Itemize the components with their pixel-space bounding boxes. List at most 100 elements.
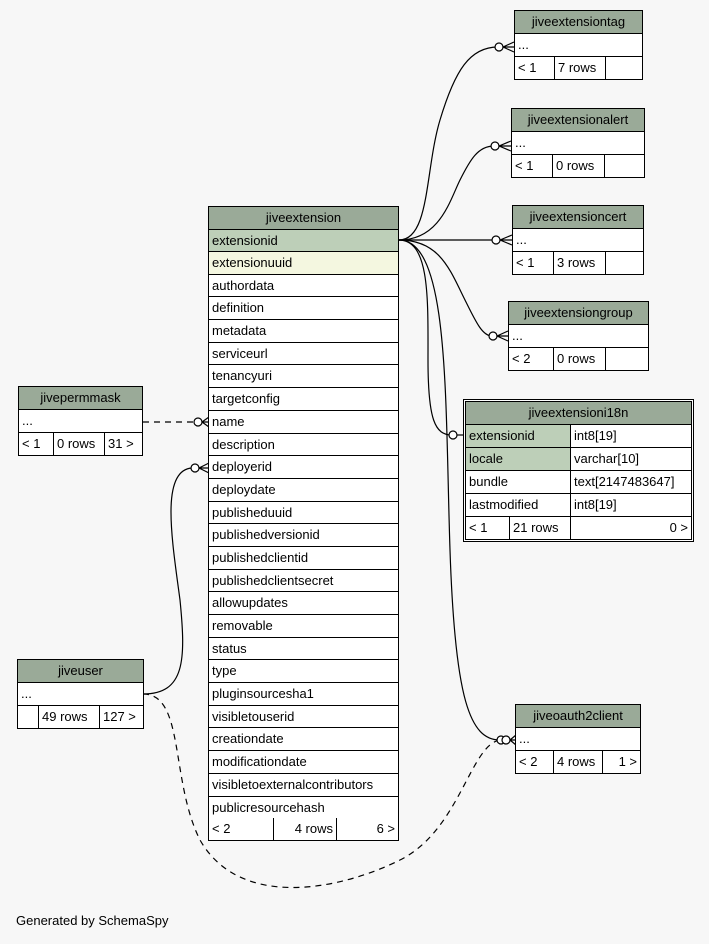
column-visibletoexternalcontributors[interactable]: visibletoexternalcontributors bbox=[209, 774, 398, 797]
parents-count[interactable]: < 1 bbox=[466, 517, 510, 539]
row-count: 4 rows bbox=[554, 751, 603, 773]
children-count[interactable]: 1 > bbox=[618, 754, 637, 769]
parents-count[interactable]: < 1 bbox=[512, 155, 553, 177]
column-extensionuuid[interactable]: extensionuuid bbox=[209, 252, 398, 275]
edge-marker bbox=[501, 735, 511, 745]
table-jiveuser[interactable]: jiveuser ... 49 rows 127 > bbox=[17, 659, 144, 729]
edge-jiveuser-jiveoauth2client bbox=[142, 693, 501, 889]
children-count bbox=[606, 252, 643, 274]
row-count: 0 rows bbox=[554, 348, 606, 370]
column-publicresourcehash[interactable]: publicresourcehash bbox=[212, 799, 325, 815]
children-count[interactable]: 31 > bbox=[108, 436, 134, 451]
column-name: lastmodified bbox=[466, 494, 571, 516]
column-allowupdates[interactable]: allowupdates bbox=[209, 592, 398, 615]
parents-count[interactable]: < 1 bbox=[19, 433, 54, 455]
table-header[interactable]: jiveextensiongroup bbox=[509, 302, 648, 325]
table-jiveextensiongroup[interactable]: jiveextensiongroup ... < 2 0 rows bbox=[508, 301, 649, 371]
edge-marker bbox=[448, 430, 458, 440]
table-jiveextensioncert[interactable]: jiveextensioncert ... < 1 3 rows bbox=[512, 205, 644, 275]
children-count[interactable]: 6 > bbox=[376, 821, 395, 837]
column-modificationdate[interactable]: modificationdate bbox=[209, 751, 398, 774]
crowfoot bbox=[502, 41, 515, 53]
column-definition[interactable]: definition bbox=[209, 297, 398, 321]
edge-marker bbox=[491, 235, 501, 245]
table-header[interactable]: jiveuser bbox=[18, 660, 143, 683]
column-tenancyuri[interactable]: tenancyuri bbox=[209, 365, 398, 389]
table-header[interactable]: jiveoauth2client bbox=[516, 705, 640, 728]
edge-to-jiveextensiontag bbox=[398, 46, 499, 241]
edge-to-jiveoauth2client bbox=[398, 239, 501, 741]
table-footer: < 2 0 rows bbox=[509, 348, 648, 370]
crowfoot bbox=[198, 462, 210, 474]
column-pluginsourcesha1[interactable]: pluginsourcesha1 bbox=[209, 683, 398, 706]
column-type[interactable]: type bbox=[209, 660, 398, 684]
children-count bbox=[605, 155, 644, 177]
column-targetconfig[interactable]: targetconfig bbox=[209, 388, 398, 411]
column-removable[interactable]: removable bbox=[209, 615, 398, 638]
table-footer: 49 rows 127 > bbox=[18, 706, 143, 728]
table-header[interactable]: jiveextensiontag bbox=[515, 11, 642, 34]
children-count[interactable]: 127 > bbox=[103, 709, 136, 724]
row-count: 7 rows bbox=[555, 57, 606, 79]
column-description[interactable]: description bbox=[209, 434, 398, 457]
table-jiveoauth2client[interactable]: jiveoauth2client ... < 2 4 rows 1 > bbox=[515, 704, 641, 774]
edge-marker bbox=[488, 331, 498, 341]
column-serviceurl[interactable]: serviceurl bbox=[209, 343, 398, 366]
parents-count[interactable]: < 2 bbox=[509, 348, 554, 370]
edge-to-jiveextensiongroup bbox=[398, 239, 493, 337]
column-name[interactable]: name bbox=[209, 411, 398, 434]
column-publishedversionid[interactable]: publishedversionid bbox=[209, 524, 398, 547]
crowfoot bbox=[496, 330, 509, 342]
table-header[interactable]: jiveextensionalert bbox=[512, 109, 644, 132]
column-deploydate[interactable]: deploydate bbox=[209, 479, 398, 502]
column-status[interactable]: status bbox=[209, 638, 398, 661]
parents-count[interactable]: < 1 bbox=[515, 57, 555, 79]
column-publishedclientid[interactable]: publishedclientid bbox=[209, 547, 398, 570]
column-extensionid[interactable]: extensionid bbox=[209, 230, 398, 252]
table-header[interactable]: jiveextensioncert bbox=[513, 206, 643, 229]
table-jiveextensiontag[interactable]: jiveextensiontag ... < 1 7 rows bbox=[514, 10, 643, 80]
crowfoot bbox=[201, 416, 210, 428]
column-authordata[interactable]: authordata bbox=[209, 275, 398, 298]
parents-count[interactable]: < 1 bbox=[513, 252, 554, 274]
column-name: extensionid bbox=[466, 425, 571, 447]
column-ellipsis: ... bbox=[18, 683, 143, 706]
parents-count[interactable]: < 2 bbox=[516, 751, 554, 773]
parents-count[interactable]: < 2 bbox=[209, 818, 274, 841]
edge-marker bbox=[494, 42, 504, 52]
table-header[interactable]: jivepermmask bbox=[19, 387, 142, 410]
column-publishedclientsecret[interactable]: publishedclientsecret bbox=[209, 570, 398, 593]
row-count: 0 rows bbox=[54, 433, 105, 455]
table-footer: < 2 4 rows 6 > bbox=[209, 818, 398, 841]
table-header[interactable]: jiveextension bbox=[209, 207, 398, 230]
table-jivepermmask[interactable]: jivepermmask ... < 1 0 rows 31 > bbox=[18, 386, 143, 456]
row-count: 3 rows bbox=[554, 252, 606, 274]
table-footer: < 1 0 rows bbox=[512, 155, 644, 177]
edge-to-jiveextensioni18n bbox=[398, 239, 453, 436]
column-ellipsis: ... bbox=[509, 325, 648, 348]
table-footer: < 1 21 rows 0 > bbox=[466, 517, 691, 539]
table-footer: < 1 3 rows bbox=[513, 252, 643, 274]
table-header[interactable]: jiveextensioni18n bbox=[466, 402, 691, 425]
column-visibletouserid[interactable]: visibletouserid bbox=[209, 706, 398, 729]
edge-marker bbox=[193, 417, 203, 427]
crowfoot bbox=[499, 234, 513, 246]
row-count: 0 rows bbox=[553, 155, 605, 177]
generated-by-text: Generated by SchemaSpy bbox=[16, 913, 169, 928]
table-jiveextensionalert[interactable]: jiveextensionalert ... < 1 0 rows bbox=[511, 108, 645, 178]
column-creationdate[interactable]: creationdate bbox=[209, 728, 398, 752]
row-count: 49 rows bbox=[39, 706, 100, 728]
column-metadata[interactable]: metadata bbox=[209, 320, 398, 343]
column-publisheduuid[interactable]: publisheduuid bbox=[209, 502, 398, 525]
column-ellipsis: ... bbox=[512, 132, 644, 155]
edge-to-jiveextensionalert bbox=[398, 145, 495, 241]
row-count: 4 rows bbox=[274, 818, 337, 841]
column-ellipsis: ... bbox=[515, 34, 642, 57]
column-deployerid[interactable]: deployerid bbox=[209, 456, 398, 479]
